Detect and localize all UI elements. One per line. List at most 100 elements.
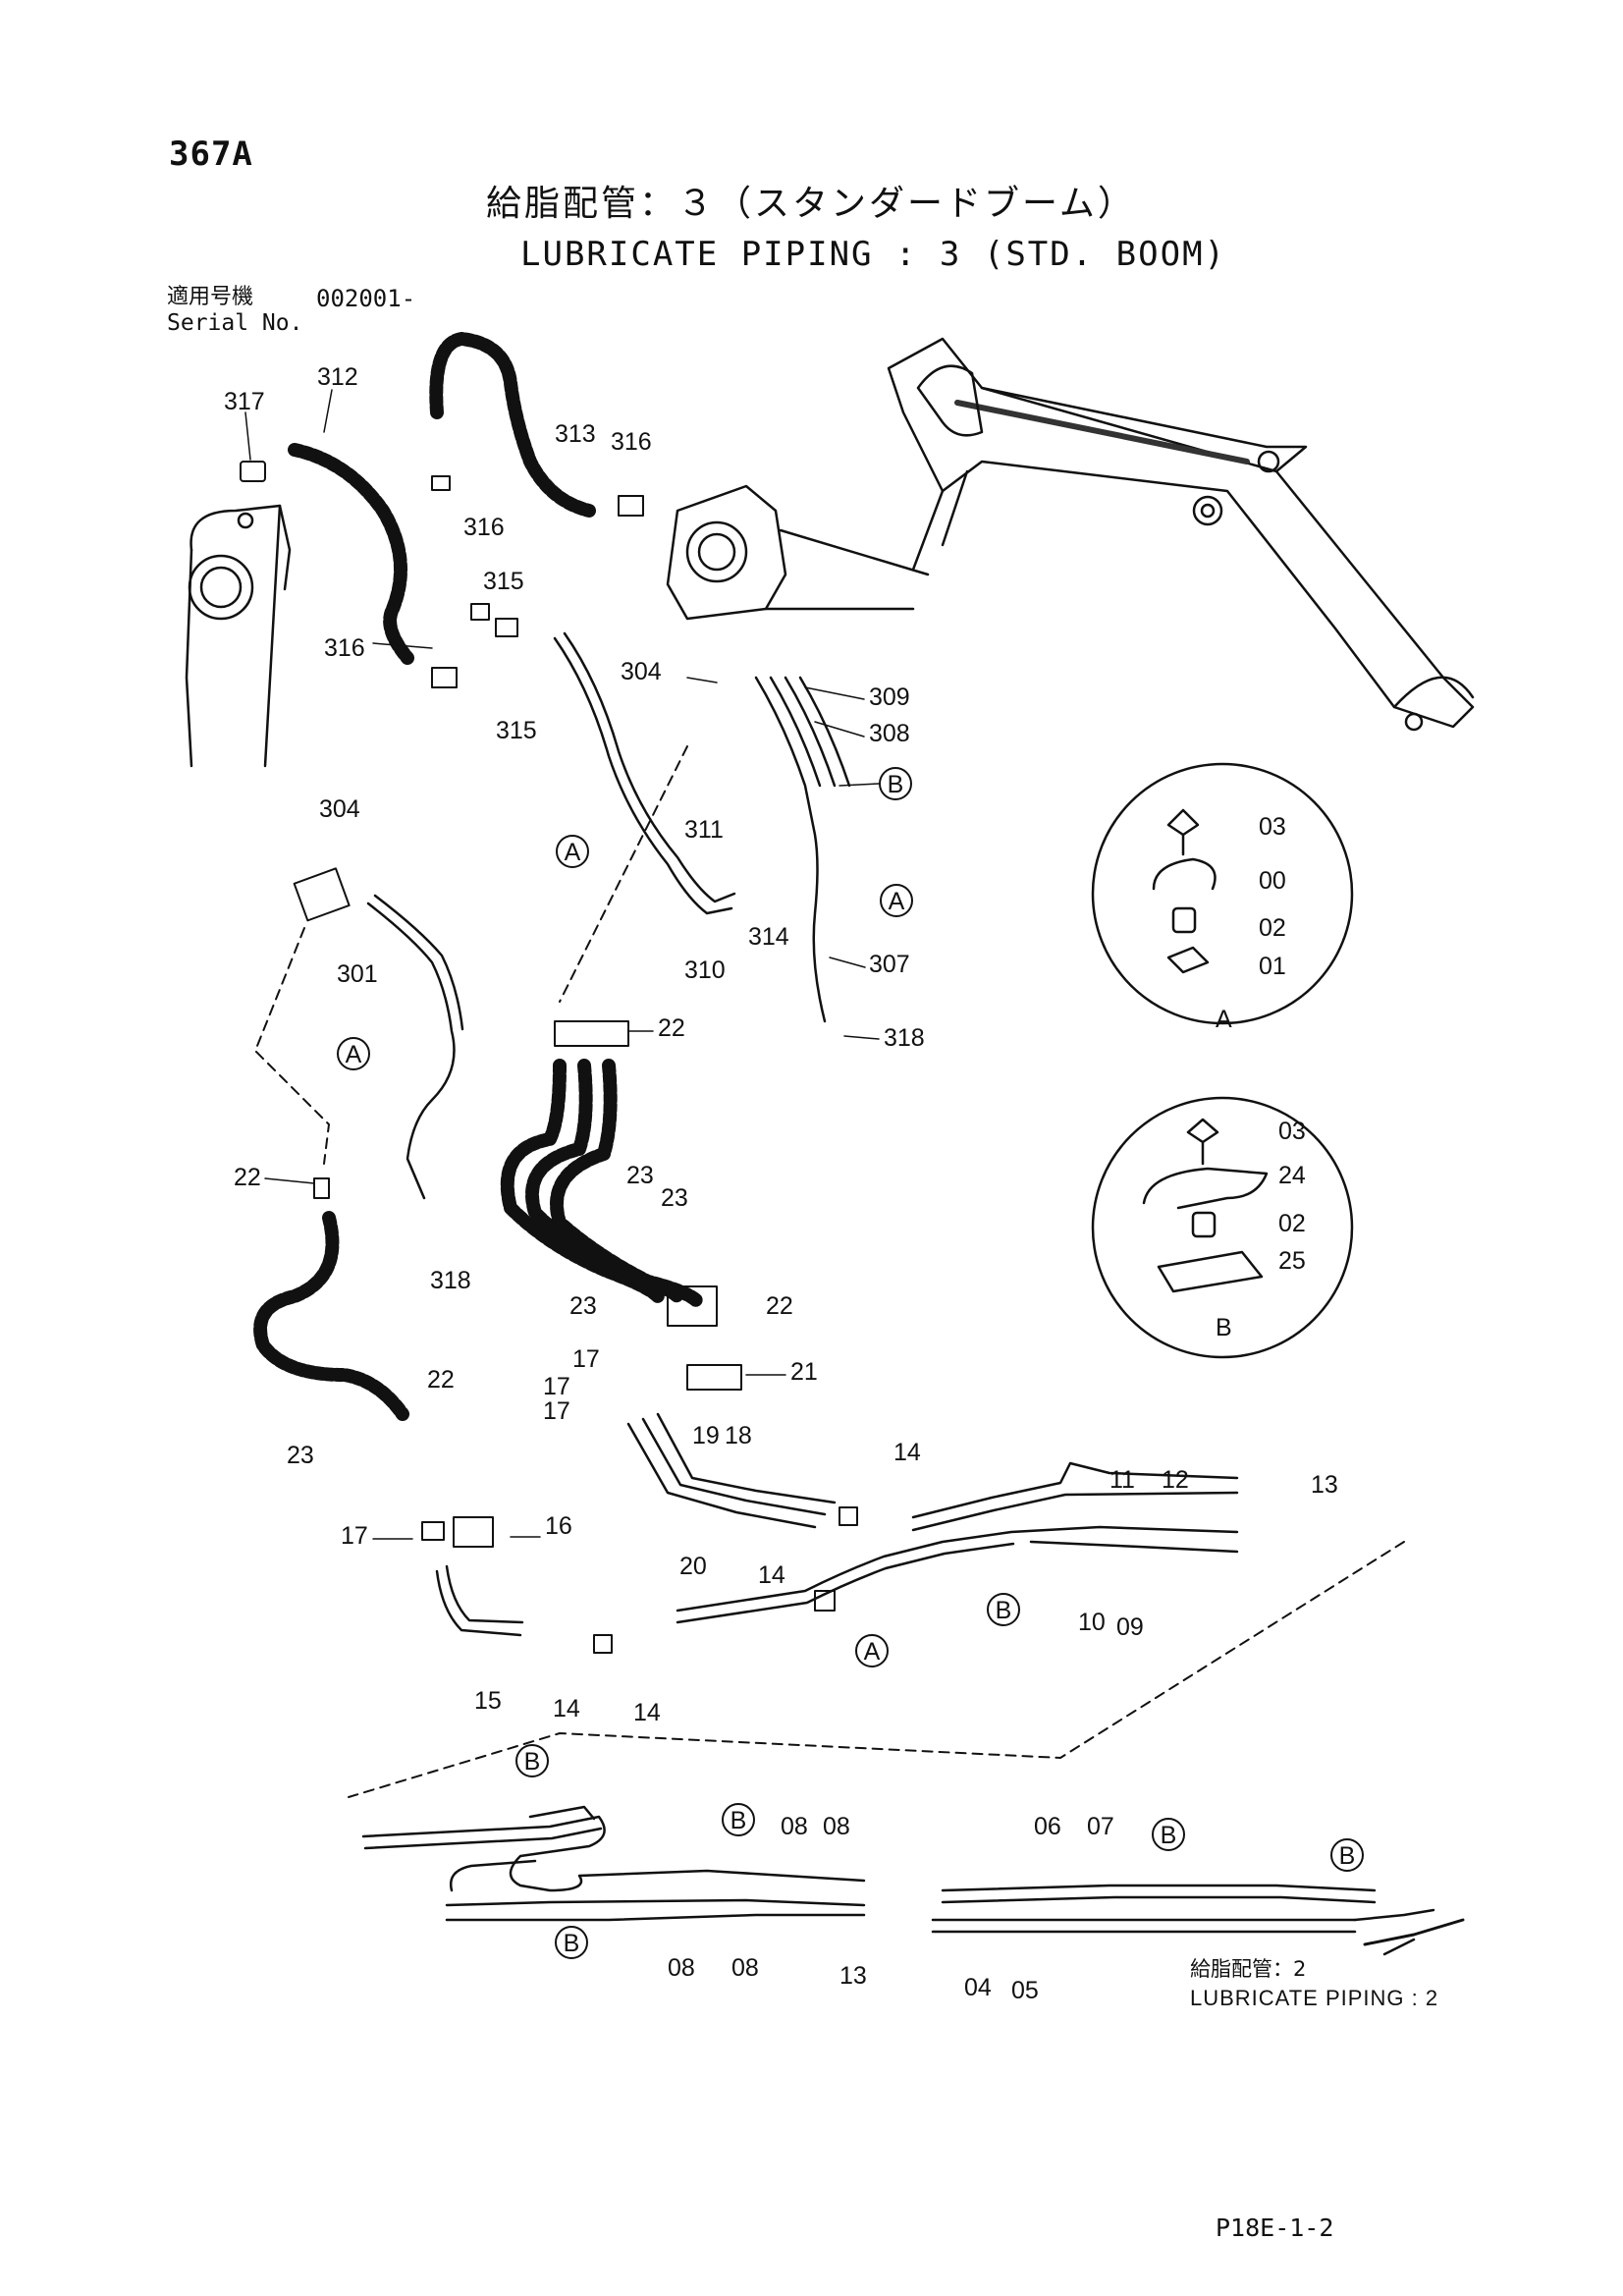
callout-06: 06	[1034, 1813, 1061, 1840]
callout-311: 311	[684, 816, 724, 844]
title-english: LUBRICATE PIPING : 3 (STD. BOOM)	[520, 235, 1227, 274]
callout-b: B	[996, 1597, 1012, 1624]
callout-310: 310	[684, 957, 726, 984]
callout-318: 318	[884, 1024, 925, 1052]
pipes-bottom-assembly	[361, 1805, 1465, 1956]
callout-22: 22	[766, 1292, 793, 1320]
callout-11: 11	[1109, 1466, 1135, 1494]
callout-18: 18	[725, 1422, 752, 1449]
callout-07: 07	[1087, 1813, 1114, 1840]
hose-23-left	[253, 1211, 409, 1421]
serial-label-en: Serial No.	[167, 310, 303, 336]
callouts: 317 312 313 316 316 315 316 315 304 309 …	[224, 363, 1355, 2004]
callout-14: 14	[553, 1695, 580, 1722]
detail-b-part-25: 25	[1278, 1247, 1306, 1275]
callout-17: 17	[572, 1345, 600, 1373]
callout-19: 19	[692, 1422, 720, 1449]
callout-312: 312	[317, 363, 358, 391]
pipe-310-311	[553, 631, 736, 915]
fittings	[240, 461, 858, 1654]
callout-22: 22	[427, 1366, 455, 1394]
callout-b: B	[1161, 1822, 1177, 1849]
detail-b	[1091, 1096, 1354, 1359]
callout-304: 304	[621, 658, 662, 685]
callout-314: 314	[748, 923, 789, 951]
figure-code: P18E-1-2	[1216, 2214, 1334, 2242]
hose-312	[288, 443, 414, 665]
callout-b: B	[1339, 1842, 1356, 1870]
detail-b-part-03: 03	[1278, 1118, 1306, 1145]
callout-a: A	[864, 1638, 881, 1666]
callout-04: 04	[964, 1974, 992, 2001]
callout-05: 05	[1011, 1977, 1039, 2004]
leader-lines	[244, 389, 880, 1540]
hose-bundle-23	[500, 1059, 704, 1308]
callout-20: 20	[679, 1553, 707, 1580]
reference-en: LUBRICATE PIPING : 2	[1190, 1986, 1439, 2010]
callout-16: 16	[545, 1512, 572, 1540]
callout-316: 316	[324, 634, 365, 662]
callout-304: 304	[319, 795, 360, 823]
callout-21: 21	[790, 1358, 818, 1386]
callout-307: 307	[869, 951, 910, 978]
pipe-15	[435, 1564, 524, 1637]
callout-17: 17	[543, 1397, 570, 1425]
callout-22: 22	[234, 1164, 261, 1191]
pipes-lower-middle	[626, 1412, 1239, 1624]
callout-22: 22	[658, 1014, 685, 1042]
callout-a: A	[346, 1041, 362, 1068]
detail-a-part-03: 03	[1259, 813, 1286, 841]
detail-a-label: A	[1216, 1006, 1232, 1033]
callout-b: B	[730, 1807, 747, 1834]
cylinder-end-middle	[666, 484, 930, 621]
callout-circles	[337, 767, 1364, 1959]
callout-13: 13	[1311, 1471, 1338, 1499]
serial-value: 002001-	[316, 285, 416, 312]
callout-b: B	[888, 771, 904, 798]
hose-313	[429, 332, 596, 518]
callout-23: 23	[287, 1442, 314, 1469]
detail-b-part-02: 02	[1278, 1210, 1306, 1237]
callout-14: 14	[633, 1699, 661, 1726]
callout-08: 08	[668, 1954, 695, 1982]
callout-23: 23	[569, 1292, 597, 1320]
callout-a: A	[889, 888, 905, 915]
callout-23: 23	[661, 1184, 688, 1212]
boom-overview	[887, 337, 1475, 732]
callout-b: B	[564, 1930, 580, 1957]
callout-14: 14	[893, 1439, 921, 1466]
callout-316: 316	[463, 514, 505, 541]
callout-315: 315	[496, 717, 537, 744]
callout-316: 316	[611, 428, 652, 456]
callout-17: 17	[543, 1373, 570, 1400]
detail-a-part-01: 01	[1259, 953, 1286, 980]
cylinder-end-left	[185, 504, 292, 768]
callout-315: 315	[483, 568, 524, 595]
callout-14: 14	[758, 1561, 785, 1589]
callout-08: 08	[823, 1813, 850, 1840]
callout-23: 23	[626, 1162, 654, 1189]
serial-label-jp: 適用号機	[167, 285, 254, 309]
pipes-307-308-309	[754, 676, 851, 1023]
callout-13: 13	[839, 1962, 867, 1990]
callout-318: 318	[430, 1267, 471, 1294]
pipe-301	[366, 894, 464, 1200]
detail-a	[1091, 762, 1354, 1025]
callout-09: 09	[1116, 1613, 1144, 1641]
callout-12: 12	[1162, 1466, 1189, 1494]
detail-a-part-00: 00	[1259, 867, 1286, 895]
callout-17: 17	[341, 1522, 368, 1550]
callout-10: 10	[1078, 1609, 1106, 1636]
callout-08: 08	[781, 1813, 808, 1840]
callout-313: 313	[555, 420, 596, 448]
title-japanese: 給脂配管：３（スタンダードブーム）	[486, 184, 1136, 224]
callout-308: 308	[869, 720, 910, 747]
callout-08: 08	[731, 1954, 759, 1982]
reference-jp: 給脂配管：2	[1190, 1957, 1307, 1981]
detail-b-label: B	[1216, 1314, 1232, 1341]
callout-301: 301	[337, 960, 378, 988]
dashed-leaders	[254, 745, 1405, 1798]
callout-b: B	[524, 1748, 541, 1776]
detail-b-part-24: 24	[1278, 1162, 1306, 1189]
